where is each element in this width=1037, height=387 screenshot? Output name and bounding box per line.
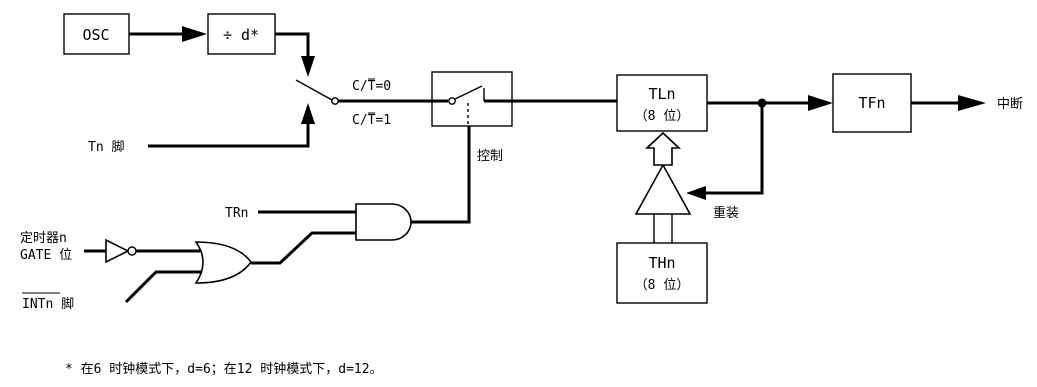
thn-label: THn bbox=[648, 254, 675, 272]
ct1-label: C/T=1 bbox=[352, 113, 391, 128]
thn-width-label: （8 位） bbox=[635, 278, 690, 293]
or-gate bbox=[194, 241, 252, 284]
reload-label: 重装 bbox=[713, 205, 739, 221]
intn-pin-label: INTn 脚 bbox=[22, 296, 74, 312]
timer-n-label: 定时器n bbox=[20, 231, 67, 246]
tln-label: TLn bbox=[648, 85, 675, 103]
ct-switch-blade bbox=[295, 79, 333, 101]
gate-bit-label: GATE 位 bbox=[20, 248, 72, 263]
tln-to-tfn-arrow bbox=[808, 95, 833, 111]
thn-block bbox=[616, 242, 708, 304]
reload-hollow-arrow bbox=[644, 131, 682, 166]
ct0-label: C/T=0 bbox=[352, 79, 391, 94]
intn-to-or-wire bbox=[124, 270, 202, 304]
trn-label: TRn bbox=[225, 206, 248, 221]
inverter-gate bbox=[105, 238, 130, 264]
divider-label: ÷ d* bbox=[223, 26, 259, 44]
osc-block bbox=[63, 13, 130, 55]
interrupt-label: 中断 bbox=[997, 97, 1023, 112]
tn-to-switch-wire bbox=[148, 122, 310, 148]
tn-pin-label: Tn 脚 bbox=[88, 139, 124, 155]
control-label: 控制 bbox=[477, 149, 503, 164]
footnote: * 在6 时钟模式下，d=6；在12 时钟模式下，d=12。 bbox=[65, 361, 383, 377]
ct-switch-pivot bbox=[331, 97, 339, 105]
divider-down-arrow bbox=[301, 56, 315, 77]
control-switch-pivot bbox=[448, 97, 456, 105]
or-to-and-wire bbox=[251, 231, 356, 265]
reload-feedback-wire bbox=[704, 103, 764, 195]
control-switch-blade bbox=[454, 85, 483, 100]
tfn-label: TFn bbox=[858, 94, 885, 112]
interrupt-arrow bbox=[958, 95, 986, 111]
inverter-bubble bbox=[127, 246, 137, 256]
and-gate bbox=[355, 203, 412, 241]
osc-label: OSC bbox=[82, 26, 109, 44]
reload-buffer-triangle bbox=[634, 163, 692, 215]
tfn-block bbox=[832, 73, 912, 133]
divider-block bbox=[207, 13, 276, 55]
reload-feedback-arrow bbox=[686, 186, 706, 200]
tln-width-label: （8 位） bbox=[635, 109, 690, 124]
control-switch-box bbox=[431, 71, 513, 127]
divider-to-switch-wire bbox=[275, 32, 310, 58]
osc-to-divider-arrow bbox=[182, 26, 207, 42]
and-to-control-wire bbox=[411, 126, 471, 224]
tn-up-arrow bbox=[301, 103, 315, 124]
